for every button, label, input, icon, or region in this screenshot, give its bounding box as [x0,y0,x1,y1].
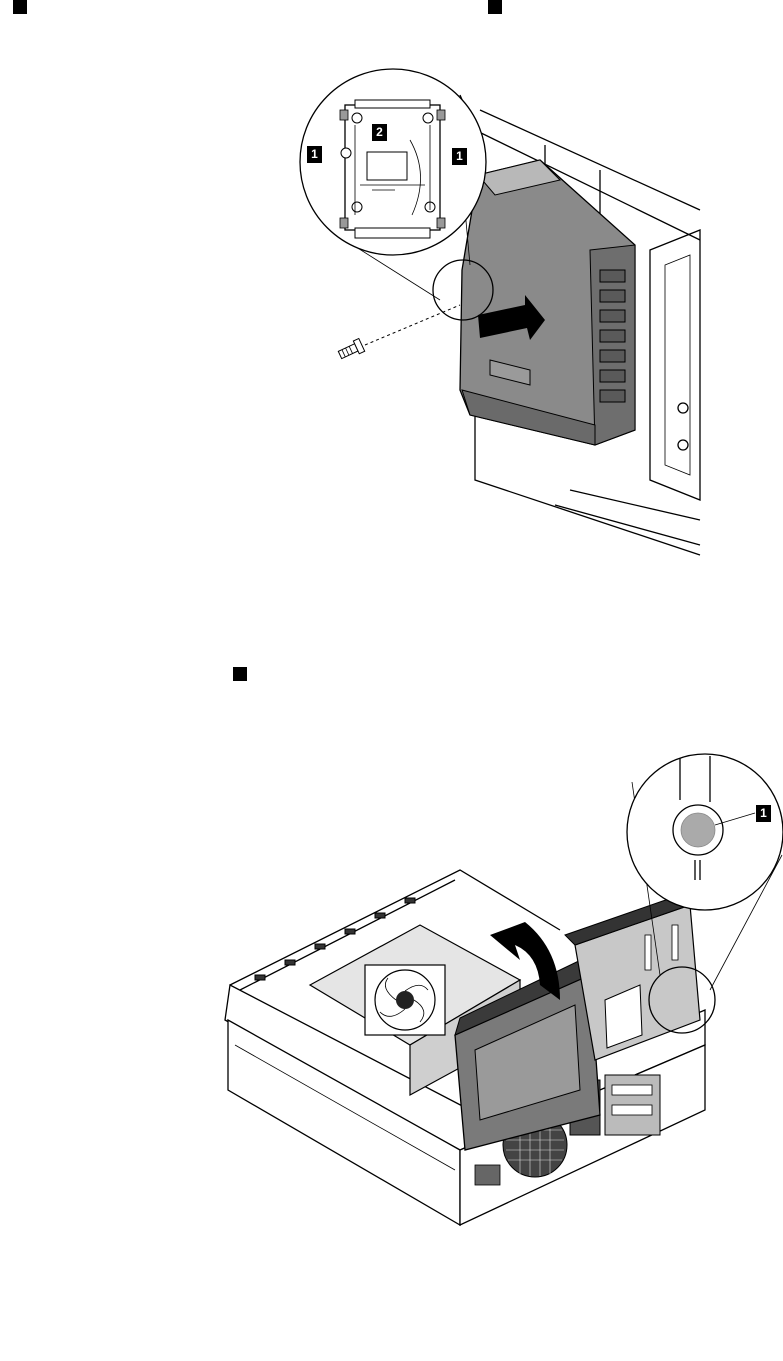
callout-1-detail: 1 [756,805,771,822]
